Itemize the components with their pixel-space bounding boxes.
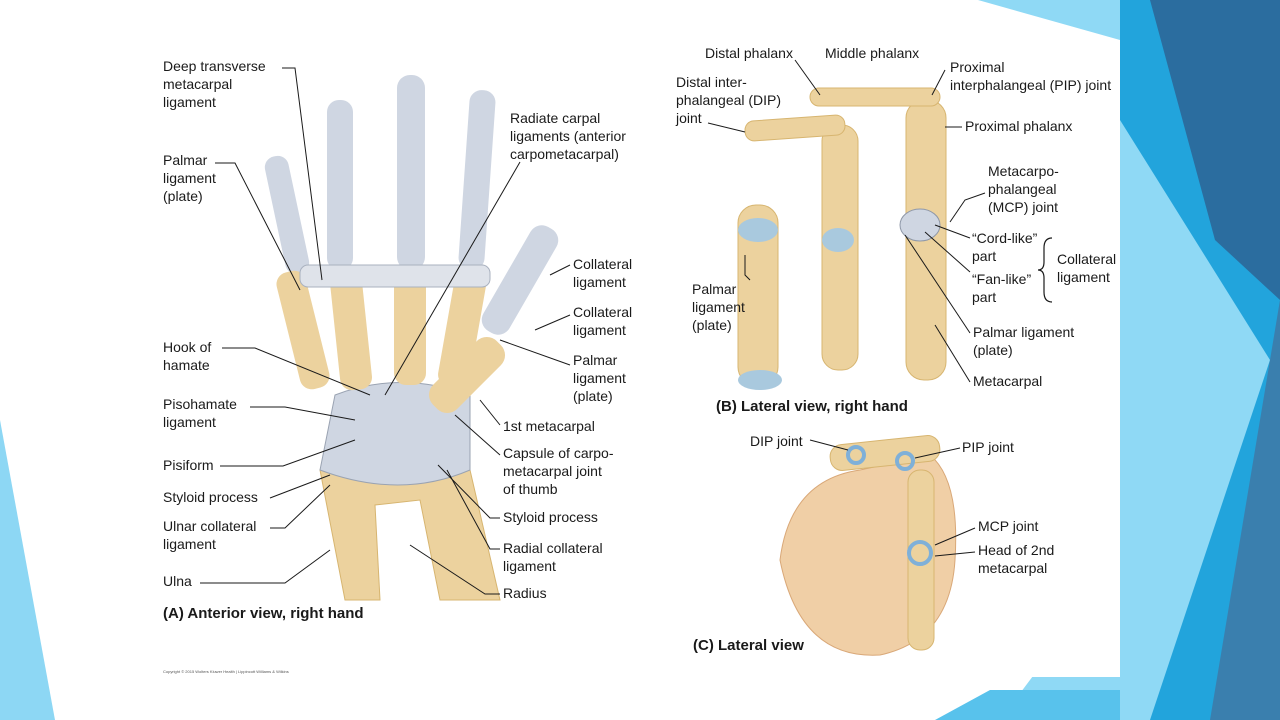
label-pisiform: Pisiform [163,457,214,473]
leader-styloid-l [269,474,331,499]
leader-c-mcp [934,527,976,546]
leader-ulnar-coll [270,484,331,529]
leader-palmar-right [499,339,571,366]
bone-middle-top [809,87,941,107]
leader-hook [222,347,371,396]
leader-c-pip [914,447,961,459]
leader-radiate [384,161,521,396]
label-radius: Radius [503,585,547,601]
panel-b-bones-illustration [737,87,947,390]
label-collateral-ligament-1: Collateral ligament [573,256,633,290]
leader-styloid-r [437,464,500,519]
label-cord-like-part: “Cord-like” part [972,230,1038,264]
carpal-region [319,382,471,486]
leader-metacarpal [934,324,971,383]
label-proximal-phalanx: Proximal phalanx [965,118,1073,134]
deco-bottom-sliver [935,690,1120,720]
label-mcp-joint-b: Metacarpo- phalangeal (MCP) joint [988,163,1059,215]
deep-transverse-band [299,264,491,288]
leader-radius [409,544,500,595]
deco-right-dark2 [1210,300,1280,720]
label-deep-transverse-metacarpal-ligament: Deep transverse metacarpal ligament [163,58,266,110]
leader-deep-transverse [282,67,323,281]
finger-little [264,155,330,390]
label-pip-joint-b: Proximal interphalangeal (PIP) joint [950,59,1112,93]
leader-1st-meta [479,399,501,426]
leader-palmar-plate2 [904,234,971,334]
finger-middle [394,75,426,385]
label-fan-like-part: “Fan-like” part [972,271,1032,305]
label-dip-joint-b: Distal inter- phalangeal (DIP) joint [676,74,782,126]
label-1st-metacarpal: 1st metacarpal [503,418,595,434]
leader-dip [707,122,746,133]
bone-distal-top [744,114,846,142]
label-dip-joint-c: DIP joint [750,433,803,449]
cartilage-base [738,370,782,390]
label-styloid-process-left: Styloid process [163,489,258,505]
label-head-2nd-metacarpal: Head of 2nd metacarpal [978,542,1055,576]
leader-cord [934,224,971,239]
finger-index [438,90,496,388]
leader-c-dip [809,439,849,451]
label-palmar-ligament-plate-b2: Palmar ligament (plate) [973,324,1075,358]
leader-fan [924,231,971,273]
label-palmar-ligament-plate-right: Palmar ligament (plate) [573,352,626,404]
leader-pip [931,69,946,96]
leader-mcp [949,192,986,223]
cartilage-mcp [899,208,941,242]
label-palmar-ligament-plate-left: Palmar ligament (plate) [163,152,216,204]
label-collateral-ligament-2: Collateral ligament [573,304,633,338]
leader-ulna [200,549,331,584]
finger-ring [327,100,372,391]
leader-palmar-left [215,162,301,291]
mcp-joint-mark [907,540,933,566]
thumb [428,225,559,414]
deco-right-dark [1150,0,1280,300]
leader-distal-ph [794,59,821,96]
caption-panel-a: (A) Anterior view, right hand [163,605,364,622]
label-capsule-carpometacarpal-thumb: Capsule of carpo- metacarpal joint of th… [503,445,614,497]
label-ulna: Ulna [163,573,192,589]
pip-joint-mark [895,451,915,471]
label-radial-collateral-ligament: Radial collateral ligament [503,540,603,574]
panel-c-finger-illustration [779,435,957,656]
label-mcp-joint-c: MCP joint [978,518,1039,534]
forearm-bones [319,469,501,601]
panel-a-hand-illustration [264,75,559,601]
dip-joint-mark [846,445,866,465]
leader-lines [200,59,986,595]
label-palmar-ligament-plate-b: Palmar ligament (plate) [692,281,745,333]
label-ulnar-collateral-ligament: Ulnar collateral ligament [163,518,257,552]
leader-capsule [454,414,501,456]
label-collateral-ligament-b: Collateral ligament [1057,251,1117,285]
collateral-brace [1037,237,1053,303]
finger-bone-c [907,469,935,651]
leader-palmar-b [744,255,751,281]
leader-pisohamate [250,406,356,421]
label-styloid-process-right: Styloid process [503,509,598,525]
label-middle-phalanx: Middle phalanx [825,45,920,61]
leader-pisiform [220,439,356,467]
leader-collateral-1 [549,264,571,276]
label-pip-joint-c: PIP joint [962,439,1014,455]
leader-collateral-2 [534,314,571,331]
caption-panel-c: (C) Lateral view [693,637,804,654]
label-metacarpal: Metacarpal [973,373,1043,389]
cartilage-mid [822,228,854,252]
label-pisohamate-ligament: Pisohamate ligament [163,396,237,430]
caption-panel-b: (B) Lateral view, right hand [716,398,908,415]
label-hook-of-hamate: Hook of hamate [163,339,212,373]
copyright-notice: Copyright © 2015 Wolters Kluwer Health |… [163,669,289,674]
leader-radial-coll [446,469,500,550]
label-radiate-carpal-ligaments: Radiate carpal ligaments (anterior carpo… [510,110,626,162]
leader-c-head [934,551,976,557]
deco-left-triangle [0,420,55,720]
cartilage-left [738,218,778,242]
label-distal-phalanx: Distal phalanx [705,45,793,61]
